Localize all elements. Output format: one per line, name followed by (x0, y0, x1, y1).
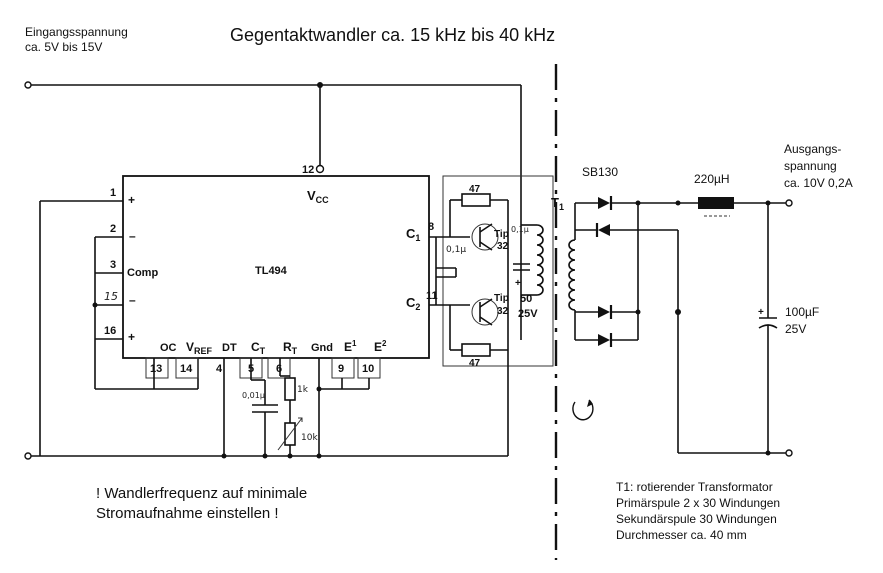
bridge-rectifier (575, 196, 681, 453)
r-top-value: 47 (469, 184, 481, 195)
pin-2: 2 (110, 223, 116, 235)
elko-value: 50 (520, 293, 532, 305)
input-minus-2: – (129, 229, 136, 243)
transformer-note-line4: Durchmesser ca. 40 mm (616, 528, 747, 542)
pin-4: 4 (216, 363, 223, 375)
input-terminal-minus (24, 452, 32, 460)
elko-plus: + (515, 278, 521, 289)
cap-01-right-value: 0,1µ (511, 225, 529, 234)
output-label-line3: ca. 10V 0,2A (784, 176, 853, 190)
r-10k-value: 10k (301, 433, 318, 443)
e1-label: E1 (344, 339, 357, 354)
elko-50-25v (513, 263, 530, 271)
gnd-label: Gnd (311, 342, 333, 354)
out-cap-voltage: 25V (785, 322, 806, 336)
r-1k-value: 1k (297, 385, 309, 395)
transformer-note-line1: T1: rotierender Transformator (616, 480, 773, 494)
inductor-220uh (698, 197, 734, 209)
pin-1: 1 (110, 187, 116, 199)
pin-14: 14 (180, 363, 193, 375)
pin-10: 10 (362, 363, 374, 375)
output-terminal-plus (785, 199, 793, 207)
comp-label: Comp (127, 267, 158, 279)
resistor-47-top (461, 193, 491, 207)
pin-16: 16 (104, 325, 116, 337)
ct-cap-value: 0,01µ (242, 391, 265, 400)
vcc-label: VCC (307, 188, 329, 205)
vref-label: VREF (186, 340, 213, 356)
note-line1: ! Wandlerfrequenz auf minimale (96, 485, 307, 502)
input-voltage-range: ca. 5V bis 15V (25, 40, 102, 54)
transformer-label: T1 (551, 195, 564, 212)
transistor-bottom (471, 298, 499, 326)
pin-6: 6 (276, 363, 282, 375)
ic-name: TL494 (255, 265, 288, 277)
diagram-title: Gegentaktwandler ca. 15 kHz bis 40 kHz (230, 25, 555, 45)
tip-top-number: 32 (497, 241, 509, 252)
rotation-arrow-icon (572, 399, 594, 421)
input-plus-16: + (128, 330, 135, 344)
pin-8: 8 (428, 221, 434, 233)
pin-9: 9 (338, 363, 344, 375)
driver-wiring (429, 198, 522, 456)
diode-label: SB130 (582, 165, 618, 179)
input-voltage-label: Eingangsspannung (25, 25, 128, 39)
out-cap-value: 100µF (785, 305, 819, 319)
elko-voltage: 25V (518, 308, 538, 320)
input-plus-1: + (128, 193, 135, 207)
c1-label: C1 (406, 226, 420, 243)
ct-label: CT (251, 340, 266, 356)
bottom-pin-wiring (153, 358, 370, 459)
input-minus-15: – (129, 293, 136, 307)
cap-01-left-value: 0,1µ (446, 245, 466, 255)
e2-label: E2 (374, 339, 387, 354)
resistor-47-bottom (461, 343, 491, 357)
c2-label: C2 (406, 295, 420, 312)
ground-rail (24, 452, 508, 460)
oc-label: OC (160, 342, 177, 354)
output-label-line2: spannung (784, 159, 837, 173)
tip-top-label: Tip (494, 229, 509, 240)
transformer-note-line3: Sekundärspule 30 Windungen (616, 512, 777, 526)
transformer-note-line2: Primärspule 2 x 30 Windungen (616, 496, 780, 510)
transformer-primary-coil (521, 224, 544, 296)
tip-bottom-label: Tip (494, 293, 509, 304)
pin-12: 12 (302, 164, 314, 176)
out-cap-plus: + (758, 307, 764, 318)
output-label-line1: Ausgangs- (784, 142, 841, 156)
note-line2: Stromaufnahme einstellen ! (96, 505, 279, 522)
output-stage (638, 197, 793, 457)
resistor-1k (284, 377, 296, 401)
dt-label: DT (222, 342, 237, 354)
tip-bottom-number: 32 (497, 306, 509, 317)
output-terminal-minus (785, 449, 793, 457)
r-bottom-value: 47 (469, 358, 481, 369)
inductor-label: 220µH (694, 172, 730, 186)
pin-13: 13 (150, 363, 162, 375)
transistor-top (471, 223, 499, 251)
driver-block-outline (442, 175, 554, 367)
positive-rail (24, 81, 522, 198)
left-pin-wiring (39, 200, 199, 456)
pin-15: 15 (104, 290, 118, 303)
rt-label: RT (283, 340, 298, 356)
pin-11: 11 (426, 290, 438, 302)
transformer-secondary-coil (568, 203, 576, 340)
pin-3: 3 (110, 259, 116, 271)
input-terminal-plus (24, 81, 32, 89)
